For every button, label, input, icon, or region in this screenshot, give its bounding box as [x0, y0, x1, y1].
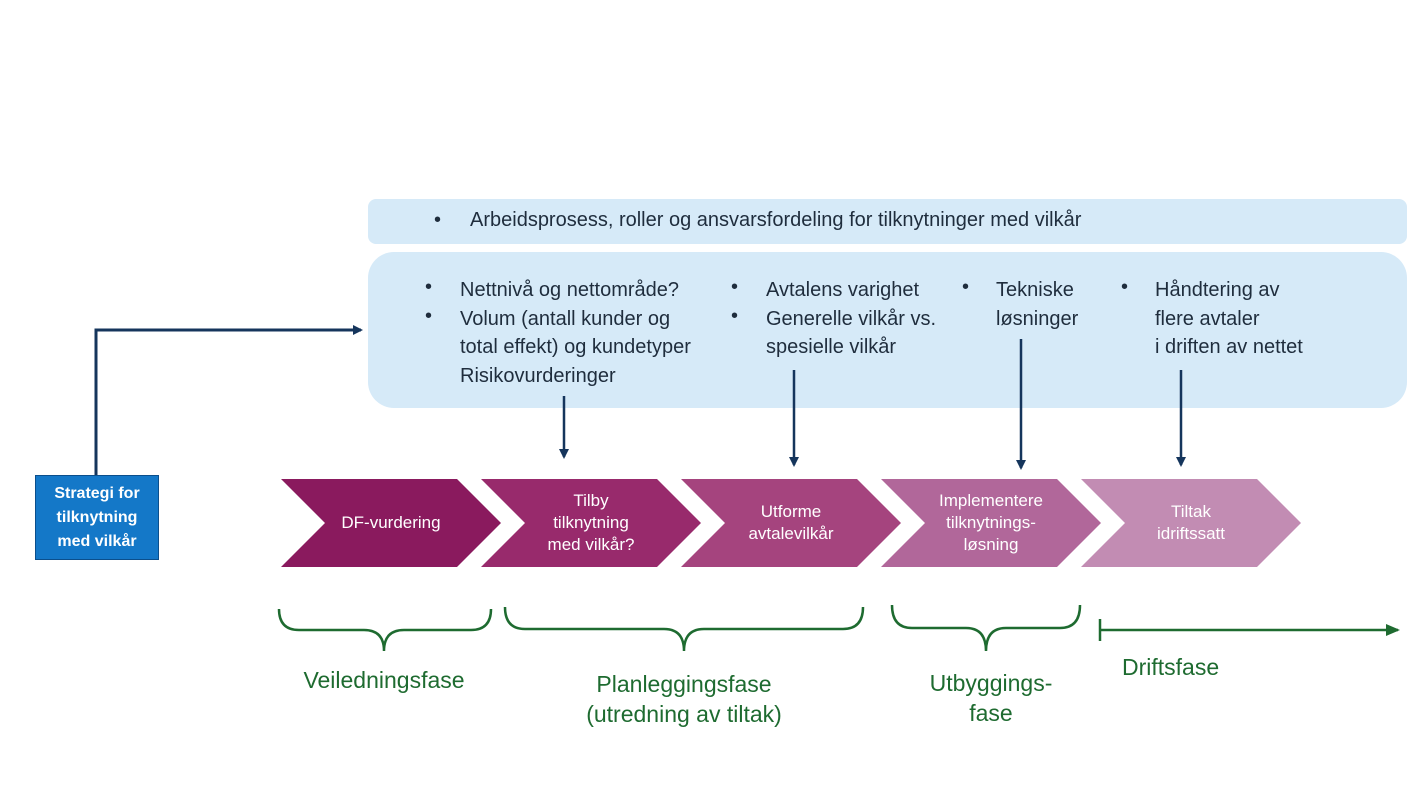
column-line: Generelle vilkår vs.	[766, 307, 937, 330]
bullet-icon: •	[962, 276, 970, 298]
column-line: Håndtering av	[1155, 279, 1280, 301]
step-label-3: Utforme avtalevilkår	[703, 479, 879, 567]
process-chevron-2	[481, 479, 701, 567]
phase-brace-2	[503, 606, 865, 652]
panel-column-2: • Avtalens varighet • Generelle vilkår v…	[731, 276, 936, 362]
step-label-4: Implementere tilknytnings-løsning	[903, 479, 1079, 567]
column-line: Risikovurderinger	[460, 364, 616, 387]
bullet-icon: •	[434, 209, 442, 231]
panel-column-3: • Tekniske løsninger	[962, 276, 1078, 333]
phase-label-1: Veiledningsfase	[303, 667, 465, 693]
panel-column-4: • Håndtering av flere avtaler i driften …	[1121, 276, 1303, 362]
process-chevron-1	[281, 479, 501, 567]
column-line: total effekt) og kundetyper	[460, 336, 691, 358]
column-line: flere avtaler	[1155, 307, 1260, 330]
process-chevron-4	[881, 479, 1101, 567]
top-panel-text: Arbeidsprosess, roller og ansvarsfordeli…	[470, 209, 1082, 231]
step-label-2: Tilby tilknytning med vilkår?	[503, 479, 679, 567]
panel-column-1: • Nettnivå og nettområde? • Volum (antal…	[425, 276, 691, 390]
phase-brace-3	[890, 604, 1082, 652]
bullet-icon: •	[425, 304, 433, 327]
step-text: Utforme avtalevilkår	[748, 502, 834, 543]
bullet-icon: •	[1121, 276, 1129, 298]
phase-label-4: Driftsfase	[1122, 654, 1220, 680]
top-info-panel	[368, 199, 1407, 244]
phase-label-2: Planleggingsfase (utredning av tiltak)	[586, 671, 782, 727]
step-label-1: DF-vurdering	[303, 479, 479, 567]
column-line: i driften av nettet	[1155, 336, 1303, 358]
process-chevron-5	[1081, 479, 1301, 567]
step-text: Implementere tilknytnings-løsning	[939, 491, 1043, 554]
column-line: løsninger	[996, 307, 1079, 330]
strategy-label: Strategi for tilknytning med vilkår	[54, 484, 140, 550]
column-line: spesielle vilkår	[766, 336, 897, 358]
column-line: Tekniske	[996, 279, 1074, 301]
bullet-icon: •	[731, 304, 739, 327]
column-line: Volum (antall kunder og	[460, 307, 671, 330]
phase-brace-1	[277, 608, 493, 652]
column-line: Avtalens varighet	[766, 279, 920, 301]
phase-label-3: Utbyggings-fase	[929, 670, 1053, 726]
step-text: Tilby tilknytning med vilkår?	[547, 491, 635, 554]
bullet-icon: •	[425, 276, 433, 298]
step-label-5: Tiltak idriftssatt	[1103, 479, 1279, 567]
main-info-panel	[368, 252, 1407, 408]
process-chevron-3	[681, 479, 901, 567]
strategy-box: Strategi for tilknytning med vilkår	[35, 475, 159, 560]
column-line: Nettnivå og nettområde?	[460, 279, 680, 301]
step-text: DF-vurdering	[341, 513, 441, 532]
bullet-icon: •	[731, 276, 739, 298]
step-text: Tiltak idriftssatt	[1156, 502, 1226, 543]
strategy-arrow	[94, 325, 363, 475]
